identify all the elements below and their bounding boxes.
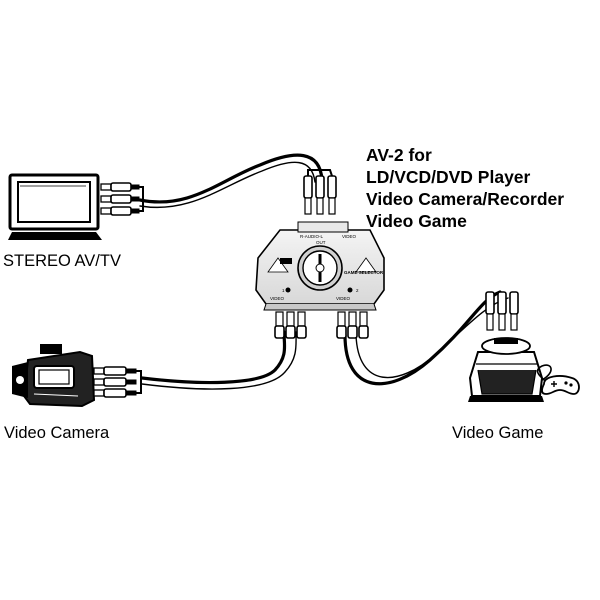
cable-selector-to-game (343, 290, 502, 386)
selector-input-2-plugs (336, 311, 369, 339)
selector-audio-label: R-AUDIO-L (300, 234, 323, 239)
selector-box: R-AUDIO-L VIDEO OUT GAME SELECTOR 1 2 VI… (255, 169, 385, 339)
selector-out-label: OUT (316, 240, 326, 245)
selector-video-label-2: VIDEO (336, 296, 351, 301)
selector-video-label-1: VIDEO (270, 296, 285, 301)
tv-rca-plug-1 (100, 182, 140, 192)
camera-rca-plug-3 (93, 388, 137, 398)
cable-camera-to-selector-2 (141, 331, 297, 390)
game-controller-icon (541, 375, 580, 395)
game-rca-plugs (485, 291, 519, 331)
tv-rca-plug-2 (100, 194, 140, 204)
camera-label: Video Camera (4, 424, 110, 442)
title-line-3: Video Camera/Recorder (366, 189, 565, 209)
title-line-1: AV-2 for (366, 145, 432, 165)
diagram-title: AV-2 for LD/VCD/DVD Player Video Camera/… (366, 144, 564, 232)
selector-input-1-plugs (274, 311, 307, 339)
title-line-2: LD/VCD/DVD Player (366, 167, 531, 187)
selector-port-1-label: 1 (282, 288, 285, 293)
camera-rca-plug-1 (93, 366, 137, 376)
selector-brand-label: GAME SELECTOR (344, 270, 384, 275)
game-console-icon (468, 337, 544, 402)
cables (138, 153, 509, 390)
cable-tv-to-selector (138, 153, 324, 204)
tv-rca-plugs (100, 182, 144, 216)
tv-label: STEREO AV/TV (3, 252, 121, 270)
camera-rca-plugs (93, 366, 142, 398)
camcorder-icon (12, 344, 96, 408)
camera-rca-plug-2 (93, 377, 137, 387)
selector-video-label: VIDEO (342, 234, 357, 239)
selector-out-plugs (303, 169, 337, 215)
game-label: Video Game (452, 424, 544, 442)
tv-rca-plug-3 (100, 206, 140, 216)
cable-tv-to-selector-2 (139, 161, 316, 208)
title-line-4: Video Game (366, 211, 467, 231)
cable-camera-to-selector (140, 330, 287, 385)
tv-icon (8, 173, 102, 240)
controller-cord (536, 364, 552, 385)
selector-port-2-label: 2 (356, 288, 359, 293)
